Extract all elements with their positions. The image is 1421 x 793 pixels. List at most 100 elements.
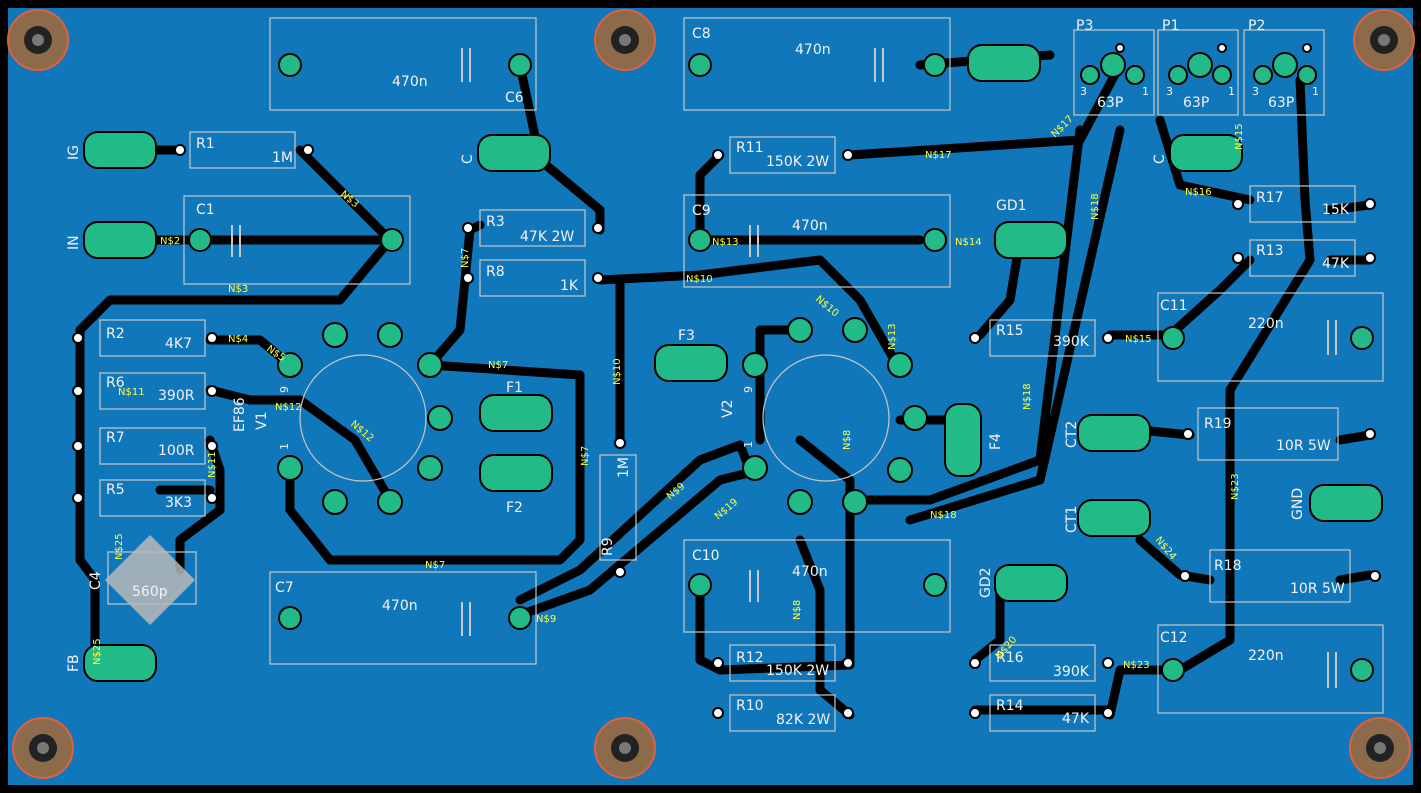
label-r7-val: 100R bbox=[158, 443, 195, 459]
c4-body bbox=[105, 535, 195, 625]
label-r14-val: 47K bbox=[1062, 711, 1090, 727]
label-p2-pin3: 3 bbox=[1252, 85, 1259, 98]
label-r18-val: 10R 5W bbox=[1290, 581, 1345, 597]
label-r15-val: 390K bbox=[1053, 334, 1090, 350]
silkscreen-outlines bbox=[99, 17, 1384, 732]
mounting-hole-bl bbox=[12, 717, 74, 779]
label-c9-val: 470n bbox=[792, 218, 828, 234]
net-label: N$3 bbox=[228, 284, 248, 295]
label-r13: R13 bbox=[1256, 243, 1284, 259]
label-c11-val: 220n bbox=[1248, 316, 1284, 332]
label-f1: F1 bbox=[506, 380, 523, 396]
net-label: N$7 bbox=[580, 446, 591, 466]
net-label: N$11 bbox=[118, 387, 145, 398]
label-v1-type: EF86 bbox=[232, 397, 248, 432]
label-ct1: CT1 bbox=[1064, 506, 1080, 533]
label-v2: V2 bbox=[720, 400, 736, 418]
label-c9: C9 bbox=[692, 203, 711, 219]
mounting-holes bbox=[7, 9, 1415, 779]
label-r8: R8 bbox=[486, 264, 505, 280]
label-r1: R1 bbox=[196, 136, 215, 152]
label-c11: C11 bbox=[1160, 298, 1188, 314]
label-p2-pin1: 1 bbox=[1312, 85, 1319, 98]
label-r18: R18 bbox=[1214, 558, 1242, 574]
traces bbox=[75, 50, 1375, 720]
label-f3: F3 bbox=[678, 328, 695, 344]
net-label: N$8 bbox=[842, 430, 853, 450]
net-label: N$7 bbox=[460, 248, 471, 268]
label-p2: P2 bbox=[1248, 18, 1265, 34]
label-r7: R7 bbox=[106, 430, 125, 446]
net-label: N$2 bbox=[160, 236, 180, 247]
label-v1-pin1: 1 bbox=[278, 443, 291, 450]
net-label: N$8 bbox=[792, 600, 803, 620]
label-r1-val: 1M bbox=[272, 150, 293, 166]
label-c10-val: 470n bbox=[792, 564, 828, 580]
net-label: N$11 bbox=[207, 451, 218, 478]
label-r9: R9 bbox=[600, 537, 616, 556]
mounting-hole-tm bbox=[594, 9, 656, 71]
label-c4: C4 bbox=[88, 571, 104, 590]
net-label: N$18 bbox=[1022, 383, 1033, 410]
label-c10: C10 bbox=[692, 548, 720, 564]
label-r14: R14 bbox=[996, 698, 1024, 714]
label-r10: R10 bbox=[736, 698, 764, 714]
net-label: N$13 bbox=[887, 323, 898, 350]
net-label: N$10 bbox=[686, 274, 713, 285]
label-r12: R12 bbox=[736, 650, 764, 666]
label-r19-val: 10R 5W bbox=[1276, 438, 1331, 454]
label-p1-pin1: 1 bbox=[1228, 85, 1235, 98]
mounting-hole-br bbox=[1349, 717, 1411, 779]
label-gd2: GD2 bbox=[978, 567, 994, 598]
label-p1: P1 bbox=[1162, 18, 1179, 34]
net-label: N$23 bbox=[1123, 660, 1150, 671]
label-r2-val: 4K7 bbox=[165, 336, 192, 352]
label-r2: R2 bbox=[106, 326, 125, 342]
label-v1-pin9: 9 bbox=[278, 386, 291, 393]
net-label: N$12 bbox=[275, 402, 302, 413]
label-fb: FB bbox=[66, 654, 82, 672]
label-r13-val: 47K bbox=[1322, 256, 1350, 272]
label-r10-val: 82K 2W bbox=[776, 712, 830, 728]
net-label: N$14 bbox=[955, 237, 982, 248]
net-label: N$17 bbox=[925, 150, 952, 161]
label-gd1: GD1 bbox=[996, 198, 1027, 214]
label-c6: C6 bbox=[505, 90, 524, 106]
net-label: N$13 bbox=[712, 237, 739, 248]
label-c4-val: 560p bbox=[132, 584, 168, 600]
label-r12-val: 150K 2W bbox=[766, 663, 829, 679]
net-label: N$7 bbox=[488, 360, 508, 371]
label-c1: C1 bbox=[196, 202, 215, 218]
net-label: N$25 bbox=[114, 533, 125, 560]
component-labels: R1 1M C1 R2 4K7 R6 390R R7 100R R5 3K3 C… bbox=[66, 18, 1350, 728]
label-c8-val: 470n bbox=[795, 42, 831, 58]
label-c6-val: 470n bbox=[392, 74, 428, 90]
mounting-hole-bm bbox=[594, 717, 656, 779]
label-gnd: GND bbox=[1290, 488, 1306, 520]
label-c8: C8 bbox=[692, 26, 711, 42]
net-label: N$16 bbox=[1185, 187, 1212, 198]
label-r5: R5 bbox=[106, 482, 125, 498]
label-c-left: C bbox=[460, 154, 476, 164]
label-ig: IG bbox=[66, 145, 82, 160]
label-in: IN bbox=[66, 235, 82, 250]
label-p2-val: 63P bbox=[1268, 95, 1294, 111]
label-r16: R16 bbox=[996, 650, 1024, 666]
label-r5-val: 3K3 bbox=[165, 495, 192, 511]
label-v2-pin9: 9 bbox=[742, 386, 755, 393]
label-p3: P3 bbox=[1076, 18, 1093, 34]
lead-pads bbox=[72, 43, 1381, 719]
label-r19: R19 bbox=[1204, 416, 1232, 432]
label-r16-val: 390K bbox=[1053, 664, 1090, 680]
label-r8-val: 1K bbox=[560, 278, 579, 294]
net-label: N$23 bbox=[1230, 473, 1241, 500]
net-label: N$18 bbox=[930, 510, 957, 521]
label-c12-val: 220n bbox=[1248, 648, 1284, 664]
label-p1-val: 63P bbox=[1183, 95, 1209, 111]
label-r17: R17 bbox=[1256, 190, 1284, 206]
label-r11-val: 150K 2W bbox=[766, 154, 829, 170]
net-label: N$7 bbox=[425, 560, 445, 571]
label-r6-val: 390R bbox=[158, 388, 195, 404]
label-p3-val: 63P bbox=[1097, 95, 1123, 111]
label-r9-val: 1M bbox=[616, 457, 632, 478]
